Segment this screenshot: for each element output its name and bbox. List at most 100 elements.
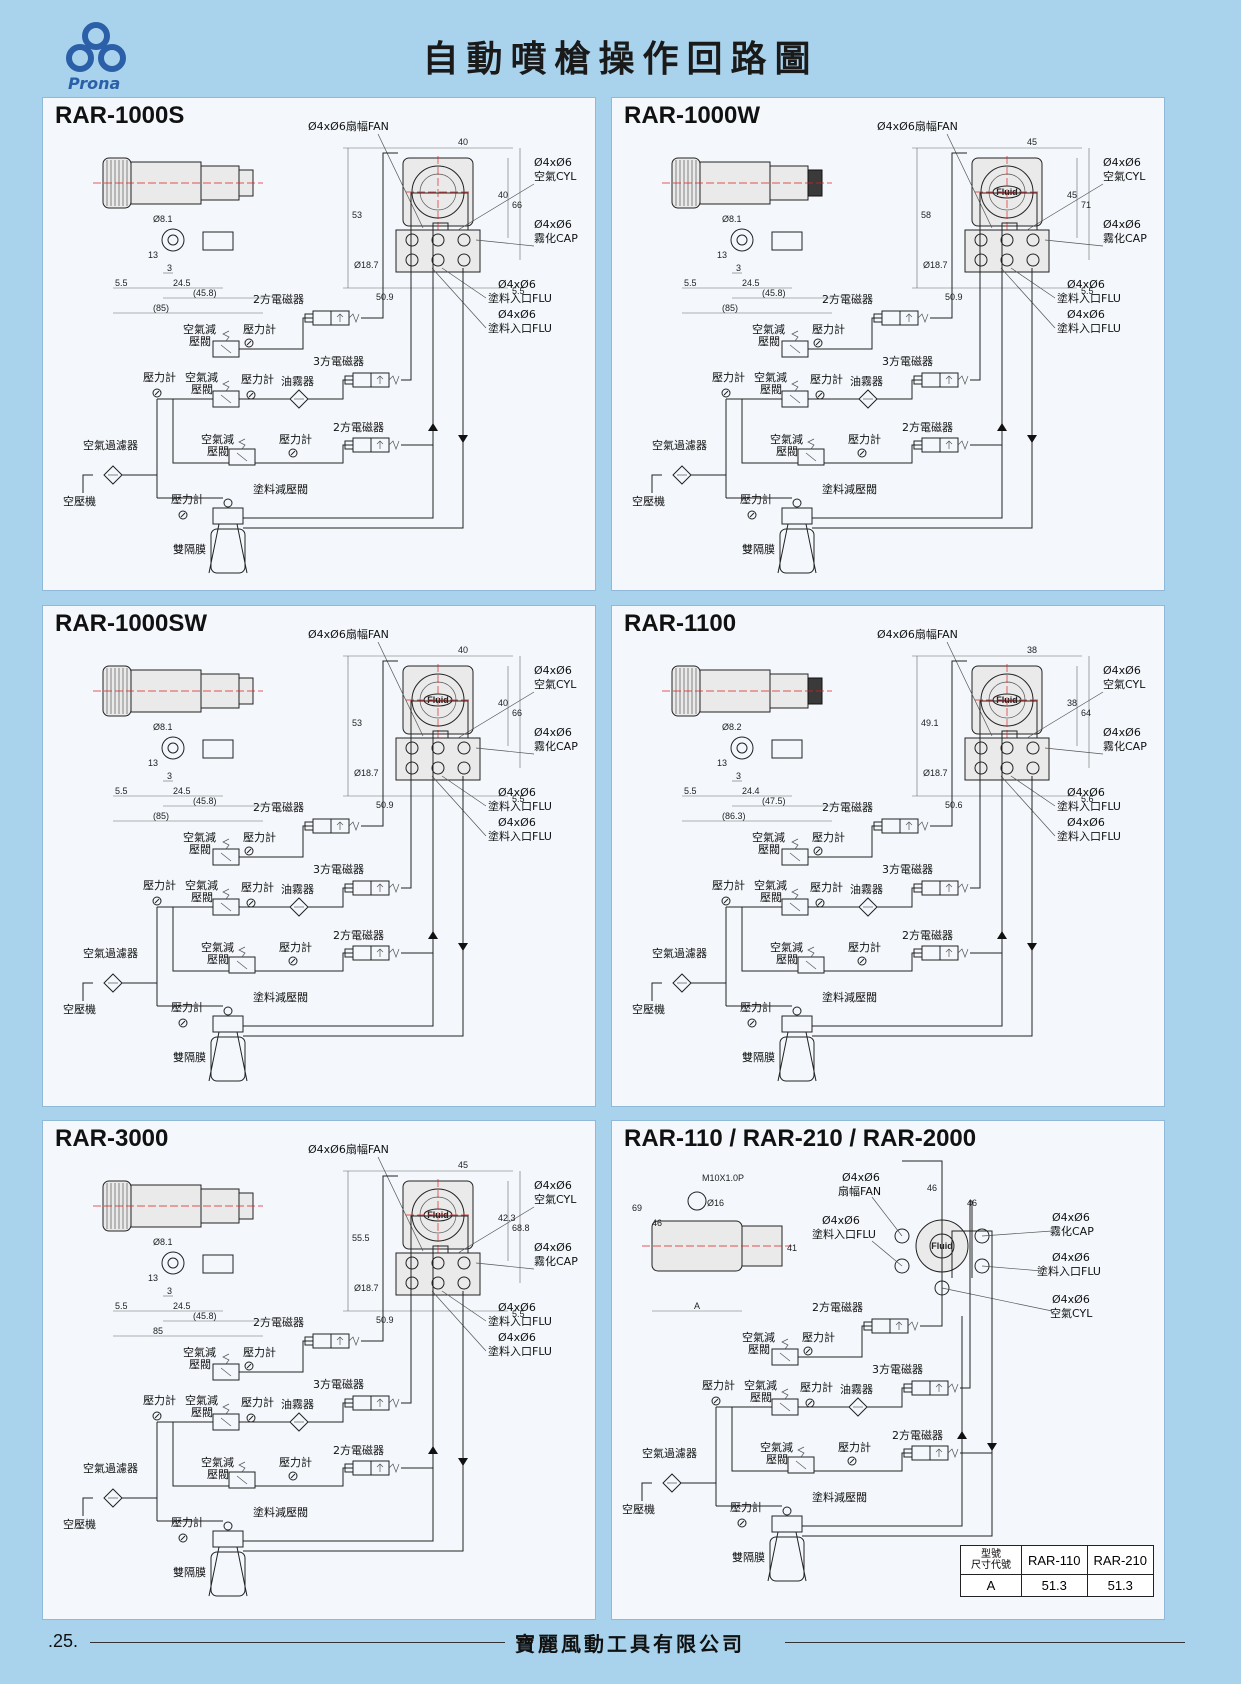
pressure-gauge-icon [747,510,757,520]
regulator-label: 壓閥 [207,953,229,966]
regulator-arrow [236,960,248,970]
pump-leg [777,1031,817,1082]
dim-text: 5.5 [115,1301,128,1311]
cap-size-label: Ø4xØ6 [1103,726,1141,739]
flu-size-label: Ø4xØ6 [1067,786,1105,799]
gauge-label: 壓力計 [730,1500,763,1514]
fan-label: 扇幅FAN [838,1184,881,1198]
diaphragm-pump-label: 雙隔膜 [173,1566,206,1579]
pipe [741,907,922,972]
cap-size-label: Ø4xØ6 [1052,1211,1090,1224]
fluid-inlet-core [167,742,179,754]
solenoid-block [881,310,901,326]
gauge-label: 壓力計 [712,370,745,384]
regulator-label: 空氣減 [754,878,787,892]
cap-label: 霧化CAP [1103,231,1147,245]
leader-line [1026,691,1104,739]
fan-label: Ø4xØ6扇幅FAN [877,627,958,641]
fluid-nut [771,739,803,759]
regulator-label: 空氣減 [185,878,218,892]
flow-arrow-down-icon [1027,943,1037,951]
gauge-needle [713,1398,719,1404]
paint-tank [210,1036,246,1082]
gauge-needle [180,512,186,518]
regulator-spring [807,438,815,450]
dim-text: Ø8.1 [153,1237,173,1247]
leader-line [377,133,424,229]
port-fitting [1000,741,1014,755]
regulator-label: 壓閥 [748,1343,770,1356]
solenoid-spring [917,821,929,831]
regulator-label: 壓閥 [191,891,213,904]
solenoid-3way-label: 3方電磁器 [313,862,364,876]
paint-tank [210,528,246,574]
solenoid-3way-label: 3方電磁器 [872,1362,923,1376]
cyl-label: 空氣CYL [534,169,577,183]
dim-text: (45.8) [762,288,786,298]
pipe [172,907,353,972]
regulator-spring [238,438,246,450]
gauge-needle [739,1520,745,1526]
solenoid-spring [947,1448,959,1458]
fluid-inlet-core [736,234,748,246]
flu-size-label: Ø4xØ6 [498,1301,536,1314]
pipe [798,1325,872,1358]
port-fitting [405,253,419,267]
gauge-needle [723,898,729,904]
fluid-return-pipe [243,268,464,529]
dim-text: Ø16 [707,1198,724,1208]
filter-label: 空氣過濾器 [652,946,707,960]
solenoid-block [312,1333,332,1349]
flow-arrow-down-icon [987,1443,997,1451]
flu-label: 塗料入口FLU [488,829,552,843]
pressure-gauge-icon [711,1396,721,1406]
cap-pipe [401,730,449,954]
cyl-pipe [401,700,469,889]
dim-text: Ø8.2 [722,722,742,732]
solenoid-3way-label: 3方電磁器 [313,1377,364,1391]
compressor-label: 空壓機 [622,1502,655,1516]
gauge-label: 壓力計 [279,1455,312,1469]
gauge-needle [805,1348,811,1354]
flu-label: 塗料入口FLU [1057,291,1121,305]
regulator-label: 空氣減 [770,940,803,954]
pressure-gauge-icon [178,1018,188,1028]
leader-line [1044,747,1104,755]
regulator-label: 空氣減 [752,830,785,844]
regulator-arrow [779,1352,791,1362]
regulator-label: 壓閥 [750,1391,772,1404]
cyl-size-label: Ø4xØ6 [534,156,572,169]
pump-head [771,1515,803,1533]
gauge-needle [859,958,865,964]
solenoid-arrow [945,883,953,892]
solenoid-2way-label: 2方電磁器 [902,420,953,434]
flu-label: 塗料入口FLU [812,1227,876,1241]
flu-label: 塗料入口FLU [488,1314,552,1328]
flu-size-label: Ø4xØ6 [498,1331,536,1344]
gauge-label: 壓力計 [241,372,274,386]
regulator-label: 壓閥 [207,1468,229,1481]
port-fitting [1000,233,1014,247]
leader-line [946,133,993,229]
gauge-needle [290,450,296,456]
solenoid-block [352,945,372,961]
paint-regulator-label: 塗料減壓閥 [253,482,308,496]
pressure-gauge-icon [288,1471,298,1481]
filter-label: 空氣過濾器 [83,438,138,452]
regulator-label: 空氣減 [754,370,787,384]
solenoid-spring [957,440,969,450]
gauge-needle [246,1363,252,1369]
port-fitting [431,1256,445,1270]
regulator-label: 空氣減 [201,1455,234,1469]
fluid-return-pipe [243,776,464,1037]
port-fitting [974,1258,990,1274]
regulator-label: 空氣減 [185,370,218,384]
pipe [239,317,313,350]
solenoid-spring [348,821,360,831]
logo-mark-icon [66,22,126,72]
dim-text: 3 [736,263,741,273]
flu-size-label: Ø4xØ6 [1052,1251,1090,1264]
solenoid-spring [957,948,969,958]
flow-arrow-up-icon [428,1446,438,1454]
